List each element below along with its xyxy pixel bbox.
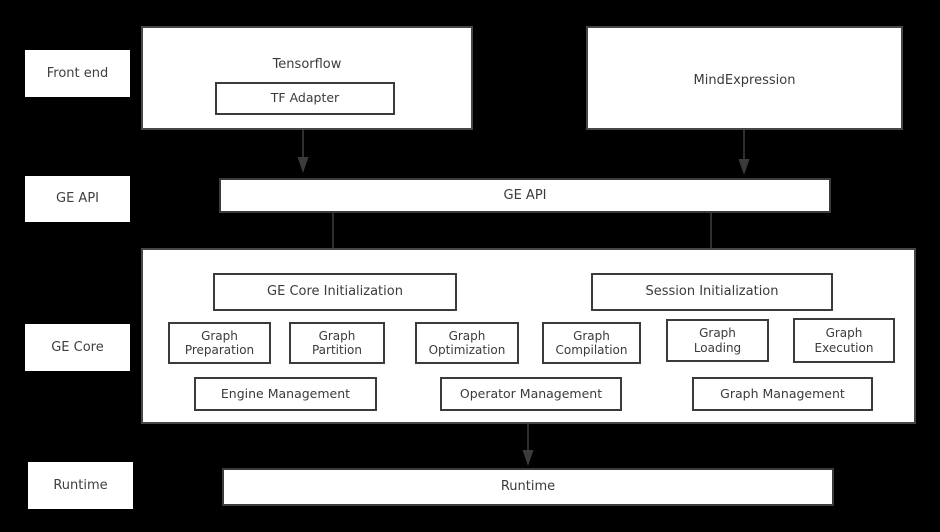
ge-api-bar-label: GE API bbox=[503, 187, 547, 203]
graph-management-label: Graph Management bbox=[720, 385, 845, 401]
operator-management-box[interactable]: Operator Management bbox=[440, 377, 622, 411]
tensorflow-title: Tensorflow bbox=[272, 57, 342, 72]
tier-label-front-end: Front end bbox=[25, 50, 130, 97]
engine-management-box[interactable]: Engine Management bbox=[194, 377, 377, 411]
graph-preparation-box[interactable]: Graph Preparation bbox=[168, 322, 271, 364]
tf-adapter-box[interactable]: TF Adapter bbox=[215, 82, 395, 115]
graph-compilation-box[interactable]: Graph Compilation bbox=[542, 322, 641, 364]
mindexpression-container: MindExpression bbox=[586, 26, 903, 130]
runtime-bar-label: Runtime bbox=[500, 479, 556, 495]
arrow-ge-core-to-runtime bbox=[522, 424, 534, 466]
engine-management-label: Engine Management bbox=[220, 385, 351, 401]
graph-loading-box[interactable]: Graph Loading bbox=[666, 319, 769, 362]
graph-optimization-label: Graph Optimization bbox=[428, 328, 506, 357]
mindexpression-title: MindExpression bbox=[693, 73, 796, 88]
tier-label-runtime-text: Runtime bbox=[53, 477, 108, 493]
ge-core-initialization-box[interactable]: GE Core Initialization bbox=[213, 273, 457, 311]
runtime-bar[interactable]: Runtime bbox=[222, 468, 834, 506]
graph-partition-label: Graph Partition bbox=[311, 328, 362, 357]
tier-label-ge-api-text: GE API bbox=[56, 191, 99, 207]
graph-partition-box[interactable]: Graph Partition bbox=[289, 322, 385, 364]
ge-core-initialization-label: GE Core Initialization bbox=[267, 284, 403, 300]
session-initialization-box[interactable]: Session Initialization bbox=[591, 273, 833, 311]
tier-label-ge-core-text: GE Core bbox=[51, 339, 104, 355]
tier-label-front-end-text: Front end bbox=[46, 65, 109, 81]
graph-management-box[interactable]: Graph Management bbox=[692, 377, 873, 411]
graph-execution-box[interactable]: Graph Execution bbox=[793, 318, 895, 363]
tensorflow-container: Tensorflow TF Adapter bbox=[141, 26, 473, 130]
graph-loading-label: Graph Loading bbox=[693, 326, 742, 355]
graph-optimization-box[interactable]: Graph Optimization bbox=[415, 322, 519, 364]
operator-management-label: Operator Management bbox=[459, 385, 603, 401]
session-initialization-label: Session Initialization bbox=[645, 284, 779, 300]
arrow-mindexpression-to-ge-api bbox=[738, 130, 750, 175]
graph-preparation-label: Graph Preparation bbox=[184, 328, 255, 357]
tf-adapter-label: TF Adapter bbox=[270, 90, 340, 106]
ge-api-bar[interactable]: GE API bbox=[219, 178, 831, 213]
tier-label-ge-core: GE Core bbox=[25, 324, 130, 371]
tier-label-runtime: Runtime bbox=[28, 462, 133, 509]
graph-compilation-label: Graph Compilation bbox=[555, 328, 628, 357]
ge-core-container: GE Core Initialization Session Initializ… bbox=[141, 248, 916, 424]
graph-execution-label: Graph Execution bbox=[814, 326, 874, 355]
tier-label-ge-api: GE API bbox=[25, 176, 130, 222]
